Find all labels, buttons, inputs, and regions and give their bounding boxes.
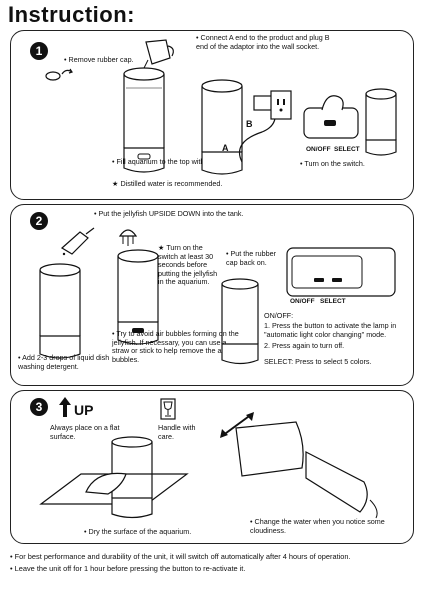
flat-surface-text: Always place on a flat surface. [50, 423, 120, 441]
air-bubbles-text: • Try to avoid air bubbles forming on th… [112, 329, 239, 364]
detergent-text: • Add 2-3 drops of liquid dish washing d… [18, 353, 110, 371]
onoff-step-2: 2. Press again to turn off. [264, 341, 345, 350]
onoff-label-2: ON/OFF [290, 298, 315, 305]
aquarium-tank-1 [123, 67, 165, 173]
change-water-text: • Change the water when you notice some … [250, 517, 385, 535]
aquarium-tank-4 [39, 263, 81, 359]
aquarium-tank-3 [365, 88, 397, 156]
hand-switch-icon [303, 95, 359, 139]
aquarium-tank-6 [221, 278, 259, 365]
aquarium-tank-2 [201, 79, 243, 175]
step-3-number: 3 [30, 398, 48, 416]
hand-wipe-icon [85, 472, 127, 495]
onoff-heading: ON/OFF: [264, 311, 294, 320]
page-title: Instruction: [8, 2, 135, 27]
wall-socket-icon [270, 90, 292, 120]
step-2-number: 2 [30, 212, 48, 230]
fragile-glass-icon [160, 398, 176, 420]
aquarium-tank-7 [111, 436, 153, 519]
aquarium-tank-5 [117, 249, 159, 345]
footer-line-1: • For best performance and durability of… [10, 552, 351, 561]
onoff-step-1: 1. Press the button to activate the lamp… [264, 321, 397, 339]
turn-on-text: • Turn on the switch. [300, 159, 365, 168]
double-arrow-icon [220, 412, 254, 438]
label-b: B [246, 119, 253, 129]
footer-line-2: • Leave the unit off for 1 hour before p… [10, 564, 246, 573]
distilled-text: ★ Distilled water is recommended. [112, 179, 223, 188]
jug-icon [143, 39, 174, 69]
aquarium-tank-8 [235, 421, 304, 477]
cap-back-text: • Put the rubber cap back on. [226, 249, 277, 267]
turn-on-wait-text: ★ Turn on the switch at least 30 seconds… [158, 243, 218, 287]
connect-text: • Connect A end to the product and plug … [196, 33, 330, 51]
cap-icon [45, 68, 73, 81]
select-label-2: SELECT [320, 298, 346, 305]
fill-text: • Fill aquarium to the top with water. [112, 157, 226, 166]
control-panel-closeup [286, 247, 396, 297]
remove-cap-text: • Remove rubber cap. [64, 55, 134, 64]
handle-text: Handle with care. [158, 423, 196, 441]
upside-down-text: • Put the jellyfish UPSIDE DOWN into the… [94, 209, 244, 218]
step-3-panel [10, 390, 414, 544]
onoff-label-1: ON/OFF [306, 146, 331, 153]
step-1-number: 1 [30, 42, 48, 60]
dropper-icon [60, 227, 95, 256]
select-label-1: SELECT [334, 146, 360, 153]
dry-text: • Dry the surface of the aquarium. [84, 527, 192, 536]
select-text: SELECT: Press to select 5 colors. [264, 357, 372, 366]
up-arrow-icon [59, 397, 71, 417]
aquarium-tank-9 [305, 451, 378, 519]
up-label: UP [74, 402, 94, 418]
jellyfish-icon [118, 229, 138, 246]
label-a: A [222, 143, 229, 153]
